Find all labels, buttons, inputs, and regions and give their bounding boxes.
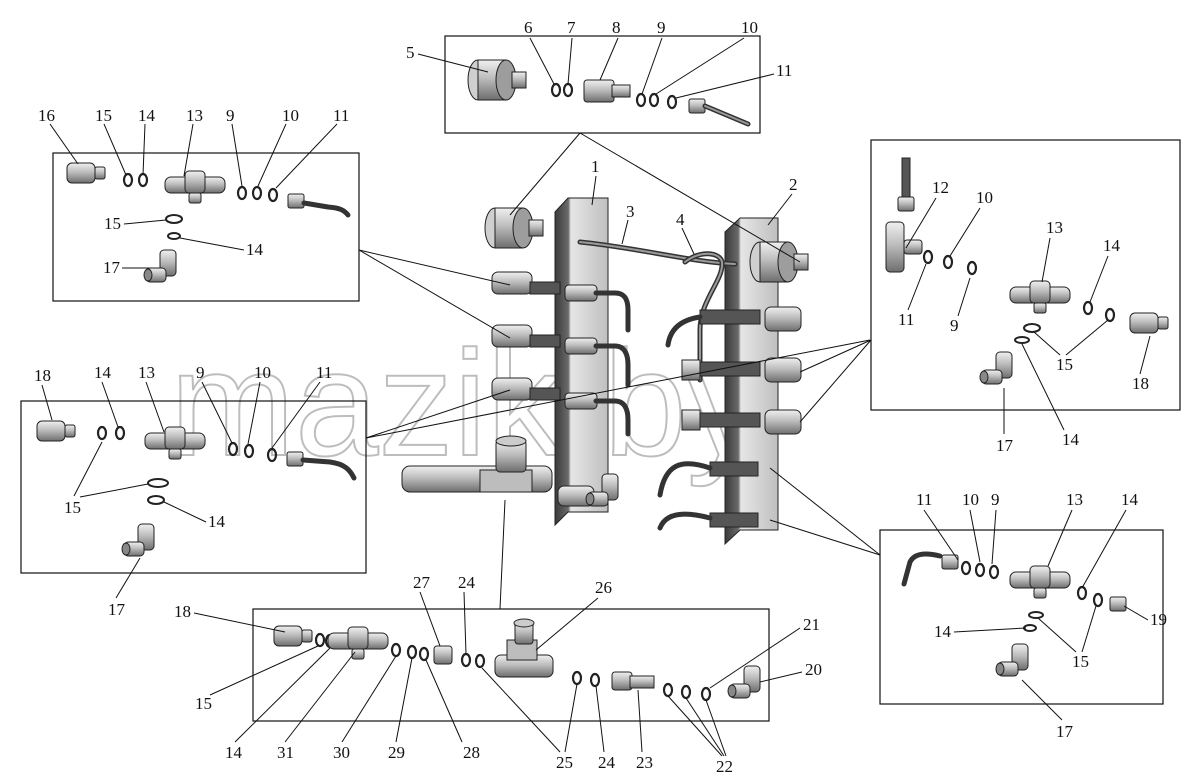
- svg-text:11: 11: [776, 61, 792, 80]
- svg-text:15: 15: [1072, 652, 1089, 671]
- svg-text:14: 14: [934, 622, 952, 641]
- svg-text:14: 14: [225, 743, 243, 762]
- svg-text:8: 8: [612, 18, 621, 37]
- svg-text:28: 28: [463, 743, 480, 762]
- svg-text:18: 18: [34, 366, 51, 385]
- svg-text:25: 25: [556, 753, 573, 772]
- svg-text:16: 16: [38, 106, 55, 125]
- svg-text:21: 21: [803, 615, 820, 634]
- svg-text:10: 10: [254, 363, 271, 382]
- svg-text:29: 29: [388, 743, 405, 762]
- svg-text:14: 14: [1121, 490, 1139, 509]
- left-lower-detail-box: 18 14 13 9 10 11 15 14 17: [20, 363, 367, 619]
- svg-text:7: 7: [567, 18, 576, 37]
- svg-text:14: 14: [1103, 236, 1121, 255]
- svg-text:18: 18: [1132, 374, 1149, 393]
- svg-text:13: 13: [1066, 490, 1083, 509]
- svg-text:13: 13: [186, 106, 203, 125]
- right-lower-detail-box: 11 10 9 13 14 19 14 15 17: [879, 490, 1167, 741]
- svg-text:10: 10: [282, 106, 299, 125]
- svg-text:14: 14: [246, 240, 264, 259]
- svg-text:12: 12: [932, 178, 949, 197]
- svg-text:26: 26: [595, 578, 612, 597]
- svg-text:4: 4: [676, 210, 685, 229]
- main-callouts: 1 2 3 4: [591, 157, 798, 255]
- svg-text:27: 27: [413, 573, 431, 592]
- left-upper-detail-box: 16 15 14 13 9 10 11 15 14 17: [38, 106, 360, 302]
- svg-text:15: 15: [1056, 355, 1073, 374]
- watermark-text: mazik.by: [170, 319, 762, 487]
- svg-text:31: 31: [277, 743, 294, 762]
- svg-text:15: 15: [104, 214, 121, 233]
- bottom-detail-box: 18 27 24 26 21 20 15 14 31 30 29 28 25 2…: [174, 573, 822, 776]
- svg-text:23: 23: [636, 753, 653, 772]
- svg-text:9: 9: [226, 106, 235, 125]
- svg-text:15: 15: [195, 694, 212, 713]
- svg-text:30: 30: [333, 743, 350, 762]
- svg-text:22: 22: [716, 757, 733, 776]
- svg-text:11: 11: [916, 490, 932, 509]
- right-upper-detail-box: 12 10 13 14 11 9 15 18 17 14: [870, 139, 1181, 455]
- main-assembly: [401, 197, 809, 546]
- svg-text:11: 11: [898, 310, 914, 329]
- svg-text:11: 11: [333, 106, 349, 125]
- svg-text:17: 17: [108, 600, 126, 619]
- svg-text:20: 20: [805, 660, 822, 679]
- svg-text:13: 13: [138, 363, 155, 382]
- svg-text:14: 14: [138, 106, 156, 125]
- svg-text:18: 18: [174, 602, 191, 621]
- top-detail-box: 5 6 7 8 9 10 11: [406, 18, 792, 134]
- svg-text:14: 14: [1062, 430, 1080, 449]
- svg-text:9: 9: [950, 316, 959, 335]
- svg-text:13: 13: [1046, 218, 1063, 237]
- svg-text:9: 9: [196, 363, 205, 382]
- svg-text:1: 1: [591, 157, 600, 176]
- svg-text:14: 14: [208, 512, 226, 531]
- svg-text:10: 10: [741, 18, 758, 37]
- svg-text:5: 5: [406, 43, 415, 62]
- svg-text:19: 19: [1150, 610, 1167, 629]
- svg-text:10: 10: [962, 490, 979, 509]
- svg-text:17: 17: [1056, 722, 1074, 741]
- svg-text:24: 24: [458, 573, 476, 592]
- svg-text:24: 24: [598, 753, 616, 772]
- svg-text:17: 17: [996, 436, 1014, 455]
- svg-text:6: 6: [524, 18, 533, 37]
- svg-text:17: 17: [103, 258, 121, 277]
- svg-text:15: 15: [95, 106, 112, 125]
- svg-text:11: 11: [316, 363, 332, 382]
- svg-text:9: 9: [657, 18, 666, 37]
- svg-text:10: 10: [976, 188, 993, 207]
- svg-text:2: 2: [789, 175, 798, 194]
- svg-text:15: 15: [64, 498, 81, 517]
- svg-text:3: 3: [626, 202, 635, 221]
- svg-text:9: 9: [991, 490, 1000, 509]
- svg-text:14: 14: [94, 363, 112, 382]
